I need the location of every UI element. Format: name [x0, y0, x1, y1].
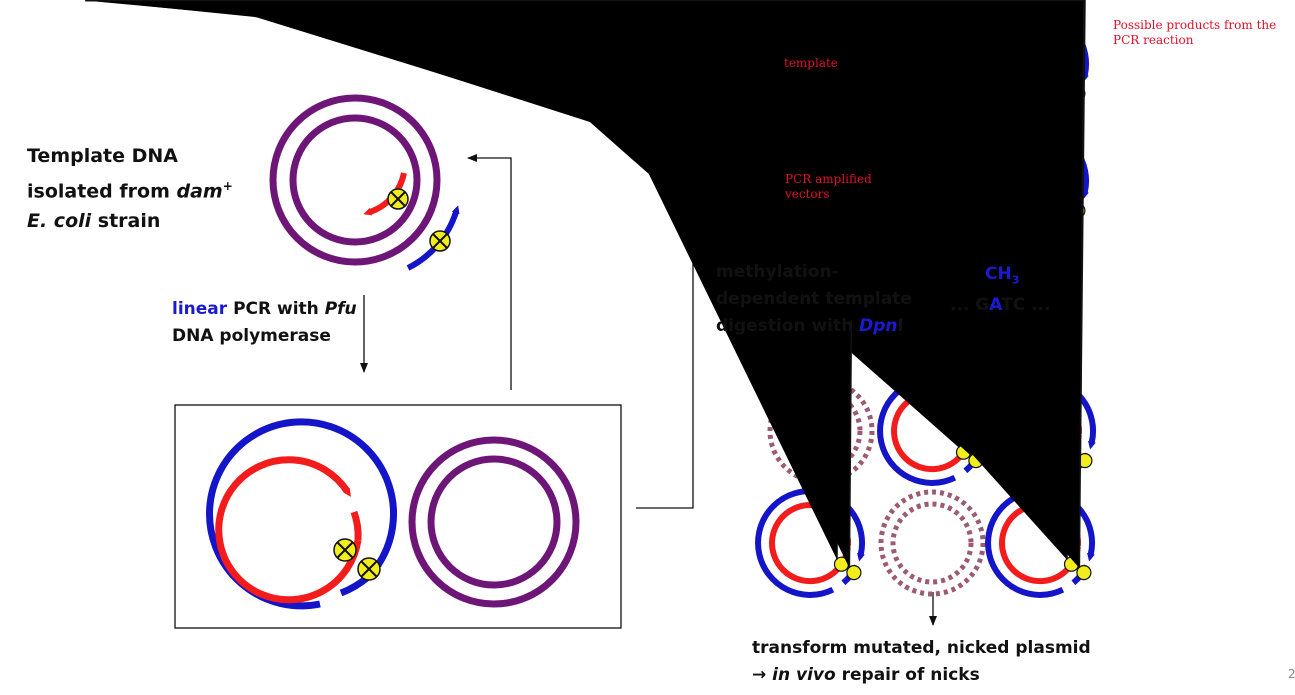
pcr-amplified-note: PCR amplified vectors [785, 172, 872, 201]
template-plasmid-in-box [408, 436, 580, 608]
template-plasmid [269, 94, 441, 266]
page-number: 2 [1288, 667, 1295, 681]
digested-template-plasmid [878, 489, 986, 597]
mutation-marker-icon [387, 188, 409, 210]
gatc-site-label: ... GATC ... [950, 295, 1051, 315]
methyl-group-label: CH3 [985, 264, 1020, 287]
new-plasmid-large [206, 418, 398, 610]
mutation-marker-icon [572, 0, 1092, 581]
dpni-step-label: methylation- dependent template digestio… [716, 262, 912, 336]
transform-step-label: transform mutated, nicked plasmid → in v… [752, 638, 1091, 685]
template-note: template [784, 56, 838, 70]
mutation-marker-icon [333, 538, 357, 562]
mutation-marker-icon [357, 557, 381, 581]
pcr-step-label: linear PCR with Pfu DNA polymerase [172, 299, 357, 346]
primer-strands [363, 172, 460, 271]
mutation-marker-icon [429, 230, 451, 252]
arrow-icon [467, 154, 512, 390]
pcr-product-box [174, 404, 622, 629]
product-grid [85, 0, 1097, 598]
template-dna-label: Template DNA isolated from dam+ E. coli … [27, 145, 233, 233]
possible-products-note: Possible products from the PCR reaction [1113, 18, 1277, 47]
